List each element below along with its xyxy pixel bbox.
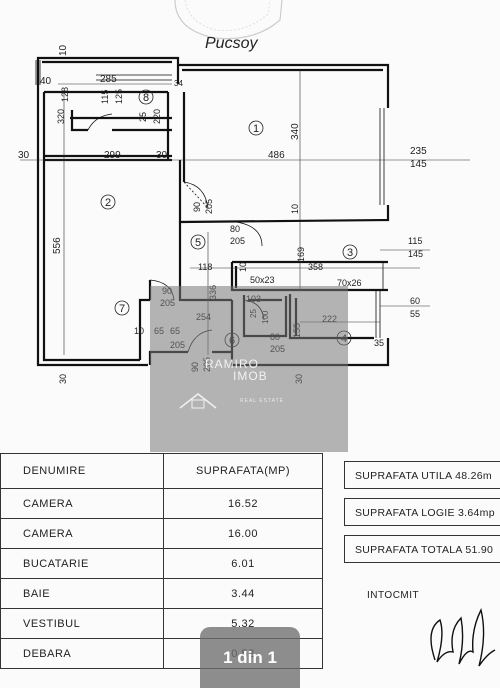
summary-utila: SUPRAFATA UTILA 48.26m — [344, 461, 500, 489]
svg-text:125: 125 — [114, 89, 124, 104]
table-header-row: DENUMIRE SUPRAFATA(MP) — [0, 453, 323, 489]
svg-text:358: 358 — [308, 262, 323, 272]
header-area: SUPRAFATA(MP) — [163, 453, 323, 489]
svg-text:340: 340 — [290, 123, 301, 140]
row-name: VESTIBUL — [0, 608, 164, 639]
svg-text:90: 90 — [192, 202, 202, 212]
signature — [430, 607, 496, 667]
svg-text:55: 55 — [410, 309, 420, 319]
header-name: DENUMIRE — [0, 453, 164, 489]
svg-text:115: 115 — [408, 236, 422, 246]
svg-text:10: 10 — [290, 204, 300, 214]
room-number: 3 — [347, 247, 353, 259]
room-number: 8 — [143, 92, 149, 104]
row-name: DEBARA — [0, 638, 164, 669]
table-row: BUCATARIE 6.01 — [0, 548, 323, 579]
table-row: CAMERA 16.52 — [0, 488, 323, 519]
svg-text:220: 220 — [152, 109, 162, 124]
svg-text:235: 235 — [410, 146, 427, 157]
svg-text:70x26: 70x26 — [337, 278, 362, 288]
row-name: CAMERA — [0, 518, 164, 549]
svg-text:30: 30 — [156, 150, 168, 161]
svg-text:299: 299 — [104, 150, 121, 161]
stamp-seal — [174, 0, 283, 40]
svg-text:10: 10 — [134, 326, 144, 336]
area-table: DENUMIRE SUPRAFATA(MP) CAMERA 16.52 CAME… — [0, 453, 323, 669]
watermark-overlay — [150, 286, 348, 452]
watermark-sub: REAL ESTATE — [240, 398, 284, 404]
row-name: BAIE — [0, 578, 164, 609]
svg-text:145: 145 — [410, 159, 427, 170]
page-indicator[interactable]: 1 din 1 — [200, 627, 300, 688]
svg-text:118: 118 — [198, 262, 212, 272]
row-name: CAMERA — [0, 488, 164, 519]
svg-text:285: 285 — [100, 74, 117, 85]
svg-text:556: 556 — [52, 237, 63, 254]
svg-text:205: 205 — [204, 199, 214, 214]
room-number: 7 — [119, 303, 125, 315]
svg-text:50x23: 50x23 — [250, 275, 275, 285]
svg-text:115: 115 — [100, 90, 110, 104]
svg-text:34: 34 — [174, 79, 183, 88]
svg-text:60: 60 — [410, 296, 420, 306]
svg-text:486: 486 — [268, 150, 285, 161]
row-area: 16.52 — [163, 488, 323, 519]
svg-text:145: 145 — [408, 249, 423, 259]
svg-text:30: 30 — [58, 374, 68, 384]
svg-text:320: 320 — [56, 109, 66, 124]
svg-text:40: 40 — [40, 76, 52, 87]
watermark-brand: RAMIRO IMOB — [205, 357, 268, 383]
room-number: 5 — [195, 237, 201, 249]
svg-text:10: 10 — [238, 262, 248, 272]
row-name: BUCATARIE — [0, 548, 164, 579]
svg-text:128: 128 — [60, 87, 70, 102]
room-number: 1 — [253, 123, 259, 135]
table-row: BAIE 3.44 — [0, 578, 323, 609]
house-logo-icon — [179, 393, 217, 409]
row-area: 3.44 — [163, 578, 323, 609]
room-number: 2 — [105, 197, 111, 209]
intocmit-label: INTOCMIT — [367, 590, 420, 601]
table-row: CAMERA 16.00 — [0, 518, 323, 549]
row-area: 16.00 — [163, 518, 323, 549]
summary-totala: SUPRAFATA TOTALA 51.90 — [344, 535, 500, 563]
svg-text:35: 35 — [374, 338, 384, 348]
row-area: 6.01 — [163, 548, 323, 579]
svg-text:30: 30 — [18, 150, 30, 161]
svg-text:169: 169 — [296, 247, 306, 262]
summary-logie: SUPRAFATA LOGIE 3.64mp — [344, 498, 500, 526]
svg-text:25: 25 — [138, 112, 148, 122]
svg-text:205: 205 — [230, 236, 245, 246]
svg-text:80: 80 — [230, 224, 240, 234]
svg-text:10: 10 — [58, 44, 69, 56]
stamp-signature: Pucsoy — [205, 35, 258, 52]
